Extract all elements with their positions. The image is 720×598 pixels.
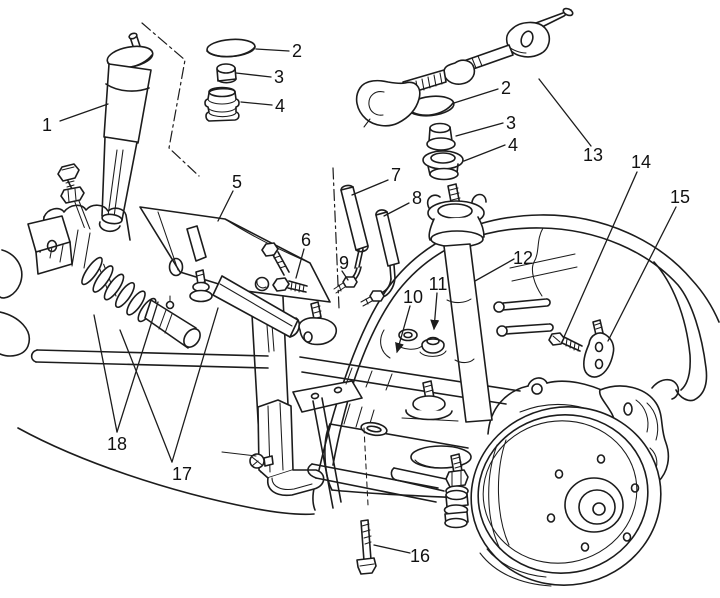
- callout-leader-14: [563, 171, 638, 338]
- callout-leader-16: [373, 544, 411, 554]
- callout-label-7-9: 7: [391, 165, 401, 185]
- bolt-16: [356, 519, 377, 575]
- callout-leader-3: [235, 72, 272, 78]
- brake-disc: [470, 404, 662, 587]
- callout-label-4-3: 4: [275, 96, 285, 116]
- callout-leader-10: [395, 305, 411, 354]
- callout-leader-6: [295, 248, 305, 279]
- callout-label-14-16: 14: [631, 152, 651, 172]
- callout-leader-2: [255, 48, 290, 52]
- callout-leader-2: [453, 88, 499, 104]
- mount-parts-right: [407, 95, 464, 181]
- stabilizer-link: [390, 453, 469, 529]
- shock-absorber: [101, 32, 154, 225]
- callout-leader-18: [93, 314, 118, 433]
- bracket-15: [583, 319, 615, 378]
- callout-leader-7: [351, 179, 389, 196]
- callout-label-12-14: 12: [513, 248, 533, 268]
- body-panel-lines: [509, 227, 578, 297]
- callout-leader-4: [463, 144, 506, 162]
- steering-gear-boot: [81, 256, 213, 349]
- callout-leader-13: [538, 78, 592, 147]
- callout-leader-18: [116, 301, 159, 433]
- callout-label-3-5: 3: [506, 113, 516, 133]
- mount-parts-left: [204, 38, 256, 122]
- callout-label-10-12: 10: [403, 287, 423, 307]
- bolts-6: [254, 242, 308, 293]
- fittings-9: [333, 276, 385, 307]
- callout-label-18-20: 18: [107, 434, 127, 454]
- callout-label-6-8: 6: [301, 230, 311, 250]
- callout-leader-3: [455, 122, 504, 137]
- callout-label-5-7: 5: [232, 172, 242, 192]
- callout-leader-17: [119, 329, 173, 463]
- subframe: [0, 204, 469, 509]
- callout-leader-15: [607, 206, 677, 342]
- callout-leader-5: [217, 190, 234, 222]
- callout-leader-9: [341, 270, 349, 281]
- callout-leader-4: [240, 101, 273, 106]
- damper-7: [340, 184, 369, 286]
- callout-leader-1: [59, 103, 109, 122]
- callout-label-2-1: 2: [292, 41, 302, 61]
- callout-label-2-4: 2: [501, 78, 511, 98]
- callout-leader-12: [474, 258, 515, 282]
- strut: [426, 183, 554, 423]
- bolt-14: [548, 332, 583, 352]
- top-left-bolt: [57, 163, 85, 204]
- callout-label-8-10: 8: [412, 188, 422, 208]
- callout-label-16-18: 16: [410, 546, 430, 566]
- stabilizer-bar-curve: [17, 427, 315, 516]
- callout-label-3-2: 3: [274, 67, 284, 87]
- damper-8: [375, 209, 400, 298]
- tie-rod: [355, 7, 574, 128]
- callout-label-13-15: 13: [583, 145, 603, 165]
- callout-label-4-6: 4: [508, 135, 518, 155]
- callout-label-1-0: 1: [42, 115, 52, 135]
- callout-leader-11: [430, 292, 440, 331]
- callout-leader-8: [383, 202, 410, 217]
- callout-label-9-11: 9: [339, 253, 349, 273]
- center-link: [212, 275, 338, 346]
- callout-leader-17: [171, 307, 219, 463]
- callout-label-17-19: 17: [172, 464, 192, 484]
- callout-label-15-17: 15: [670, 187, 690, 207]
- callout-label-11-13: 11: [429, 274, 448, 294]
